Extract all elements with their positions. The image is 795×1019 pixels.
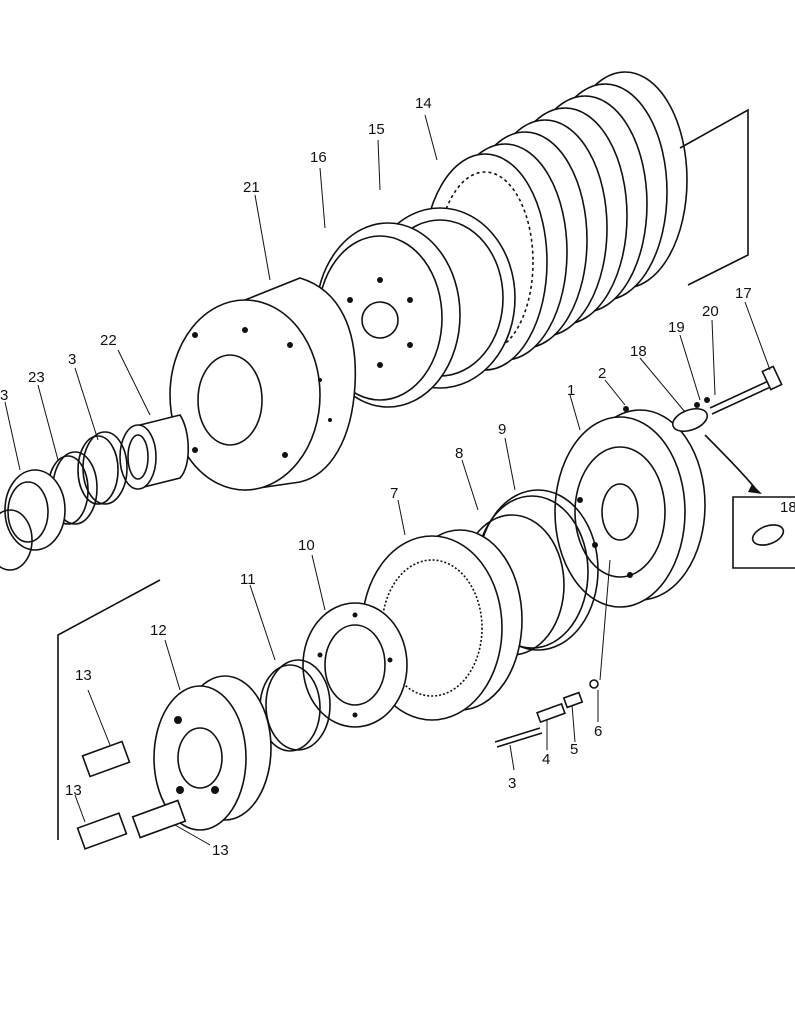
label-3-top: 3 [68,351,76,368]
small-parts [494,406,629,748]
clutch-drum [169,277,357,491]
spring-bracket [57,579,161,840]
label-7: 7 [390,485,398,502]
label-5: 5 [570,741,578,758]
label-6: 6 [594,723,602,740]
bearing-sleeve [119,414,190,490]
label-14: 14 [415,95,432,112]
part-labels: 14 15 16 21 22 3 23 3 17 20 19 18 2 1 9 … [0,95,795,859]
bolt-assembly [671,365,783,494]
stack-bracket [679,108,749,286]
label-22: 22 [100,332,117,349]
spring-plate [302,602,408,728]
label-9: 9 [498,421,506,438]
label-17: 17 [735,285,752,302]
label-16: 16 [310,149,327,166]
label-10: 10 [298,537,315,554]
label-3-left: 3 [0,387,8,404]
inset-box [732,496,795,569]
spur-gear [153,675,272,831]
label-15: 15 [368,121,385,138]
springs [76,740,187,850]
label-1: 1 [567,382,575,399]
label-18: 18 [630,343,647,360]
label-13-left: 13 [65,782,82,799]
label-23: 23 [28,369,45,386]
left-snap-rings [0,431,128,571]
label-2: 2 [598,365,606,382]
label-13-bottom: 13 [212,842,229,859]
leader-lines [4,114,771,846]
piston-housing [554,409,706,608]
label-20: 20 [702,303,719,320]
label-4: 4 [542,751,550,768]
label-21: 21 [243,179,260,196]
label-8: 8 [455,445,463,462]
label-11: 11 [240,571,256,588]
label-13-top: 13 [75,667,92,684]
label-19: 19 [668,319,685,336]
label-12: 12 [150,622,167,639]
label-3-bottom: 3 [508,775,516,792]
label-18-inset: 18 [780,499,795,516]
